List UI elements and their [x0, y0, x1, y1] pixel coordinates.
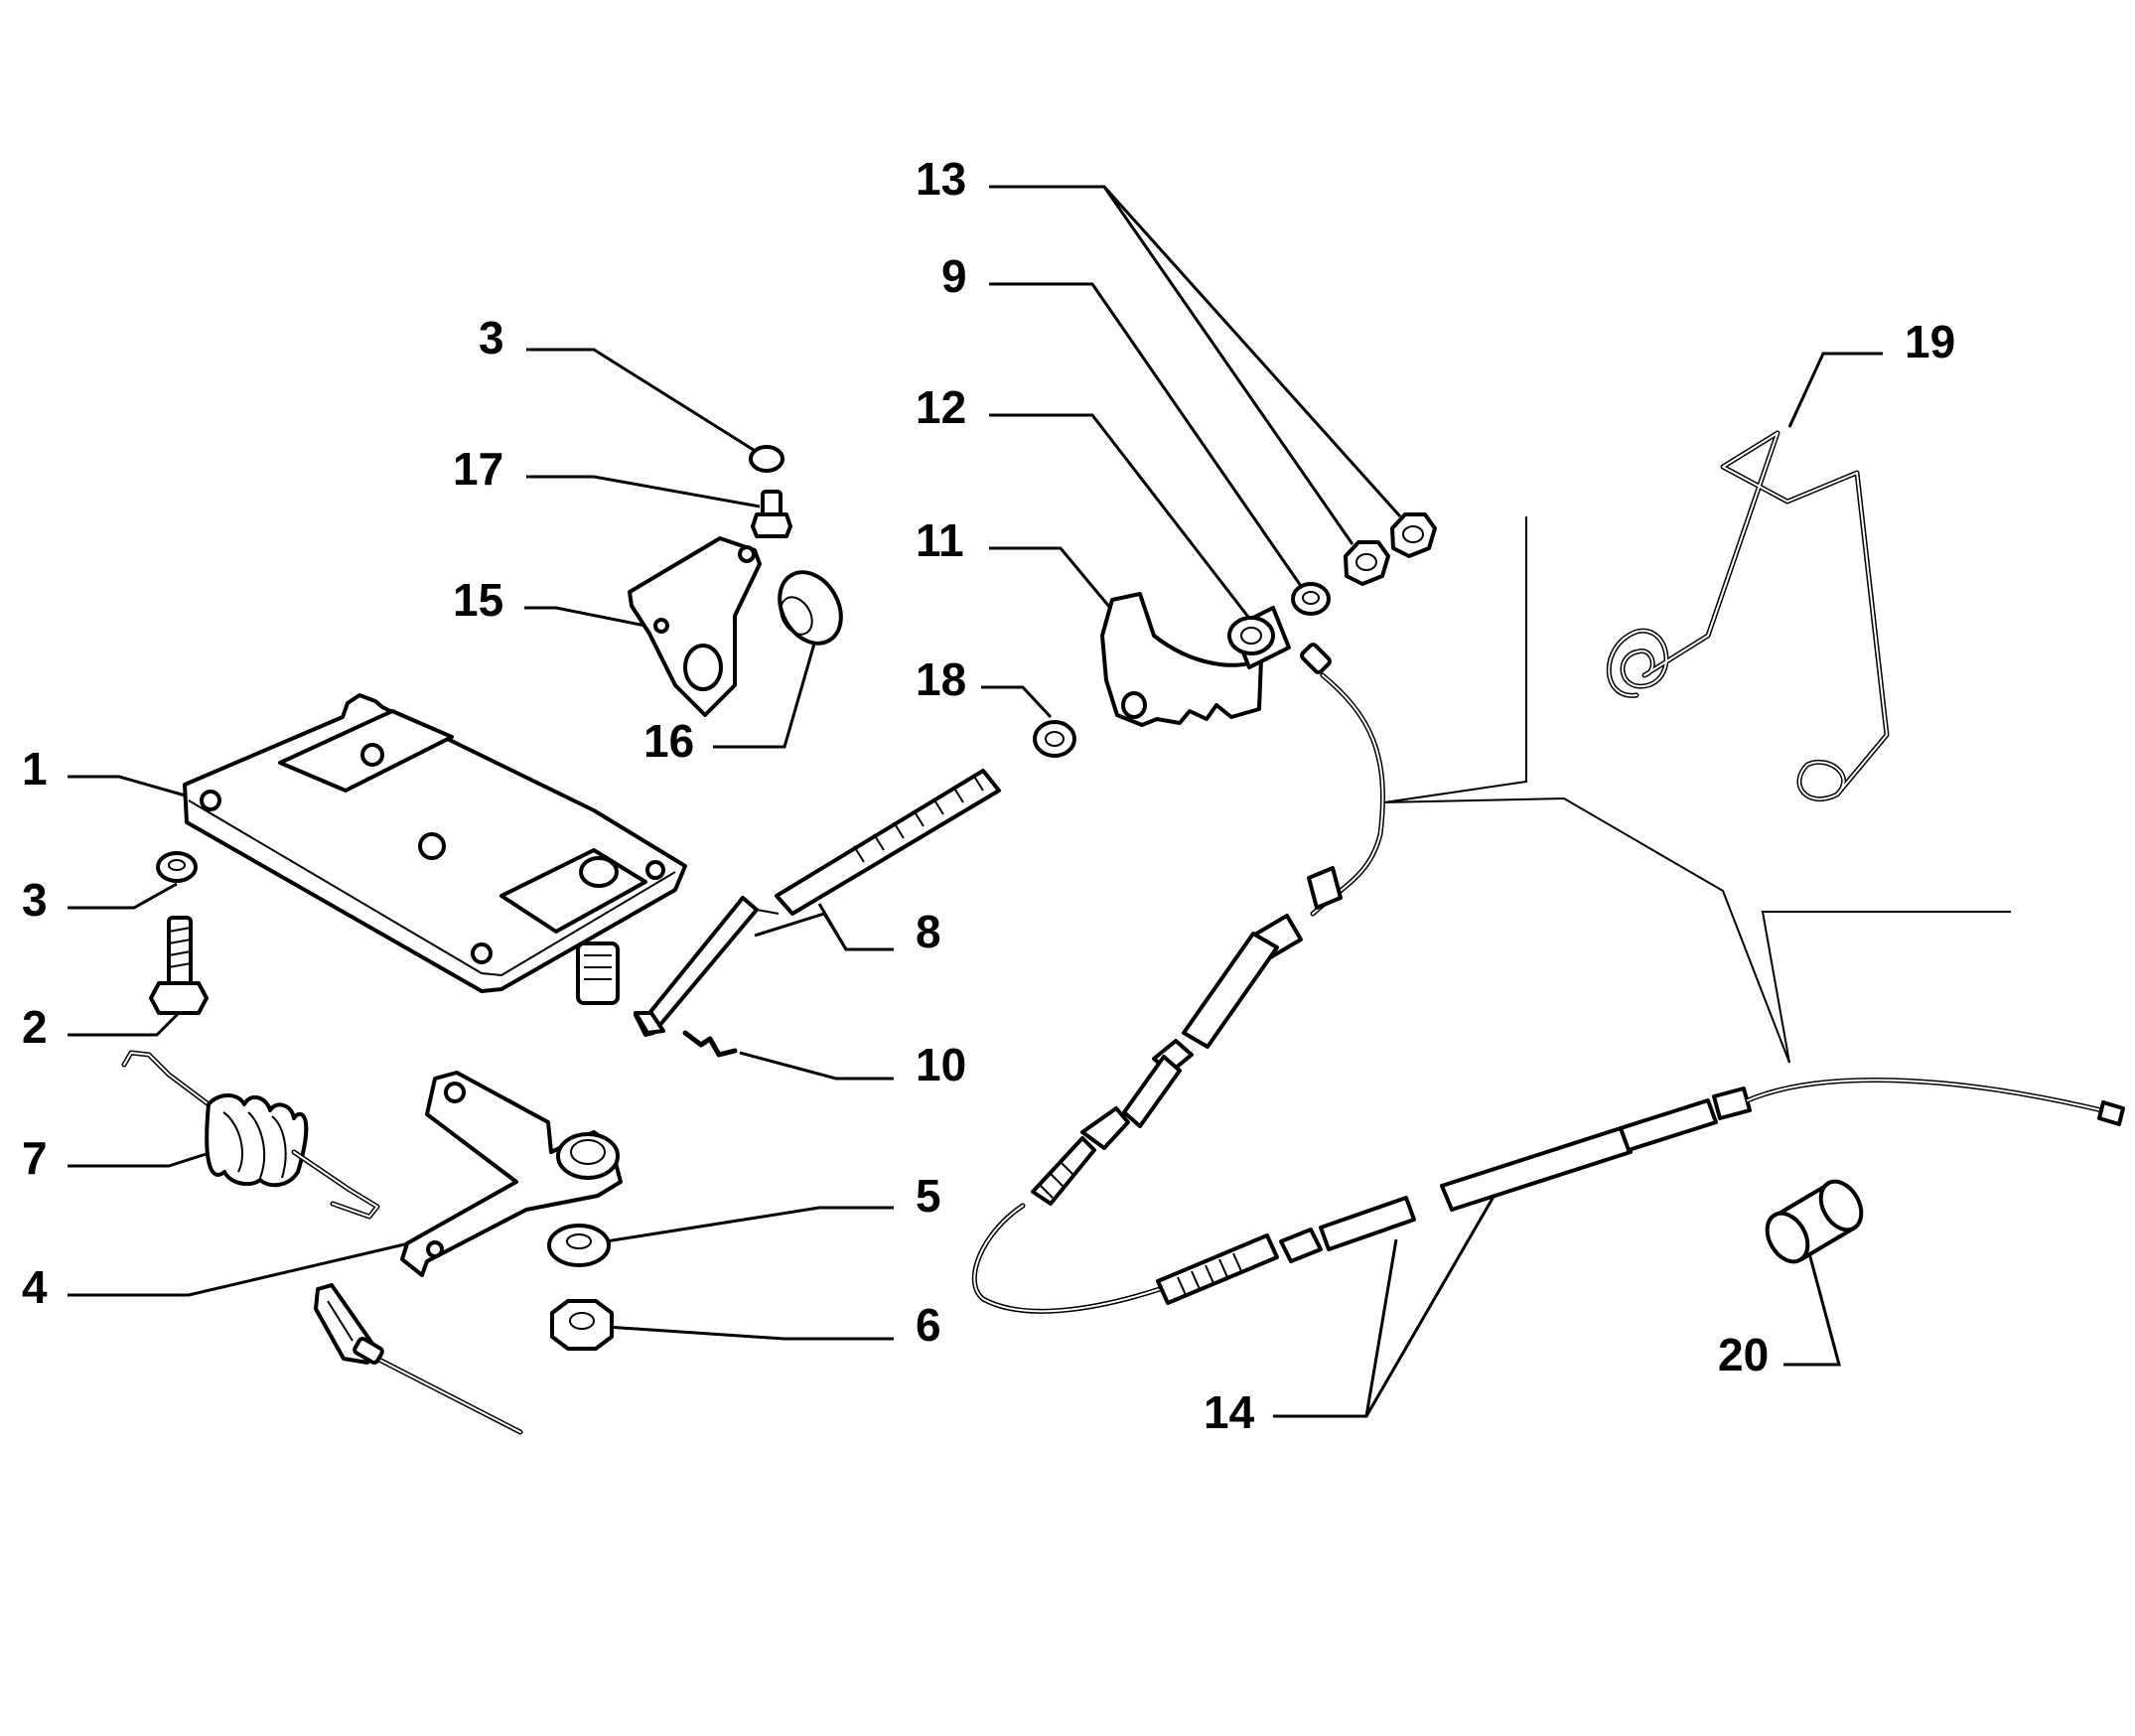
section-line-b: [1761, 911, 2011, 1064]
callout-4: 4: [22, 1261, 48, 1313]
section-lines: [1383, 516, 2011, 1064]
rod-8: [634, 769, 1001, 1037]
leader-5: [605, 1206, 894, 1243]
callout-14: 14: [1204, 1386, 1255, 1438]
leader-2: [68, 1009, 183, 1037]
leader-14a: [1273, 1238, 1398, 1418]
leader-20: [1783, 1252, 1841, 1367]
callout-15: 15: [453, 574, 503, 626]
bolt-17: [751, 490, 792, 538]
callout-11: 11: [916, 514, 964, 566]
leader-18: [981, 685, 1053, 719]
nut-6: [550, 1299, 614, 1351]
spacer-12: [1227, 606, 1291, 669]
leader-lines: [68, 185, 1883, 1418]
callout-16: 16: [643, 715, 694, 767]
callout-18: 18: [916, 653, 966, 705]
leader-19: [1787, 352, 1883, 428]
leader-14b: [1364, 1189, 1499, 1417]
base-plate: [183, 693, 687, 1005]
nut-13a: [1344, 540, 1390, 586]
leader-13b: [1102, 186, 1354, 545]
washer-9: [1291, 582, 1331, 616]
leader-15: [524, 606, 646, 628]
leader-4: [68, 1239, 418, 1297]
leader-13a: [989, 185, 1402, 518]
leader-6: [605, 1325, 894, 1341]
callout-20: 20: [1718, 1329, 1769, 1380]
callout-3-upper: 3: [479, 312, 504, 363]
leader-16: [713, 643, 816, 749]
callout-10: 10: [916, 1039, 966, 1090]
washer-18: [1033, 720, 1076, 758]
section-line-a: [1383, 516, 1790, 1064]
bushing-16: [778, 570, 843, 646]
washer-5: [547, 1224, 611, 1267]
leader-8b: [817, 903, 848, 950]
bracket-15: [628, 536, 762, 717]
lever-4: [400, 1071, 623, 1277]
spring-7: [121, 1050, 380, 1220]
washer-3-lower: [156, 851, 198, 883]
callout-labels: 1 2 3 3 4 5 6 7 8 9 10 11 12 13 14 15 16…: [22, 153, 1955, 1438]
leader-12: [989, 413, 1253, 622]
leader-1: [68, 775, 190, 798]
leader-17: [526, 475, 761, 508]
leader-11: [989, 546, 1112, 609]
callout-5: 5: [916, 1170, 941, 1222]
callout-7: 7: [22, 1132, 48, 1184]
leader-10: [739, 1051, 894, 1081]
callout-12: 12: [916, 381, 966, 433]
callout-1: 1: [22, 743, 48, 795]
clip-10: [682, 1030, 738, 1058]
nut-13b: [1390, 512, 1437, 558]
spring-wire-19: [1606, 430, 1890, 802]
bolt-2: [149, 916, 209, 1015]
cable-14: [971, 643, 2125, 1314]
callout-13: 13: [916, 153, 966, 205]
callout-3-lower: 3: [22, 874, 48, 926]
callout-2: 2: [22, 1001, 48, 1053]
leader-3-upper: [526, 348, 766, 459]
callout-8: 8: [916, 906, 941, 957]
hook-pin: [314, 1283, 523, 1435]
clamp-11: [1100, 592, 1263, 727]
callout-19: 19: [1905, 316, 1955, 367]
washer-3-upper: [749, 445, 784, 473]
callout-17: 17: [453, 443, 503, 495]
leader-9: [989, 282, 1303, 587]
leader-8: [754, 912, 894, 951]
callout-6: 6: [916, 1299, 941, 1351]
callout-9: 9: [941, 250, 967, 302]
sleeve-20: [1765, 1179, 1864, 1264]
leader-7: [68, 1148, 219, 1168]
leader-3-lower: [68, 882, 178, 910]
